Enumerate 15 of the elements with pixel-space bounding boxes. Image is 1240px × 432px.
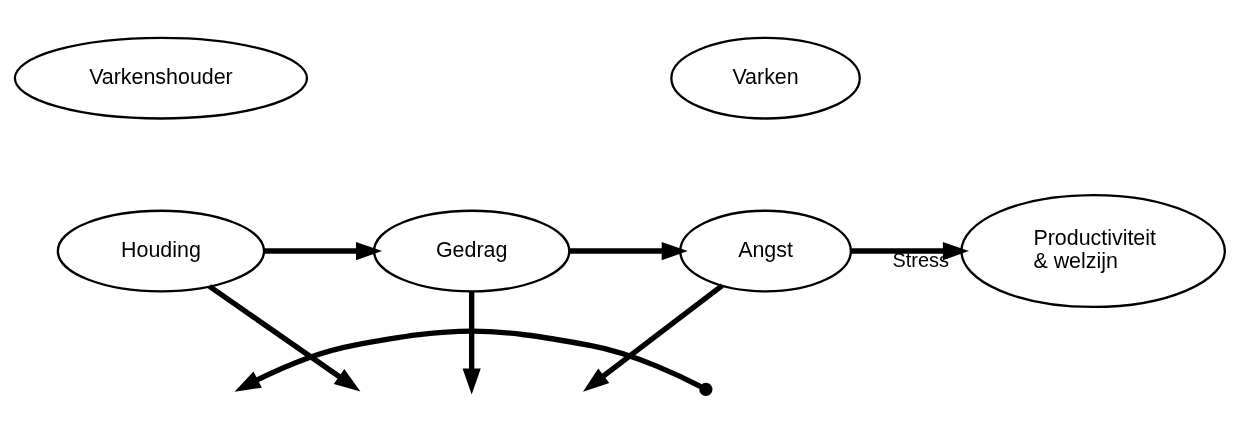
arrow [462,291,481,394]
edge-label: Stress [892,248,949,271]
node-point [699,382,713,396]
arrow [851,241,969,260]
node-ellipse: Angst [679,209,852,292]
node-ellipse: Houding [56,209,266,292]
arrow [583,283,724,392]
node-ellipse: Varkenshouder [13,36,309,120]
arrow [569,241,688,260]
arrow [264,241,383,260]
node-ellipse: Productiviteit & welzijn [960,193,1226,308]
arrow [234,327,703,392]
node-ellipse: Gedrag [372,209,571,292]
node-ellipse: Varken [670,36,861,120]
arrow [207,283,361,391]
